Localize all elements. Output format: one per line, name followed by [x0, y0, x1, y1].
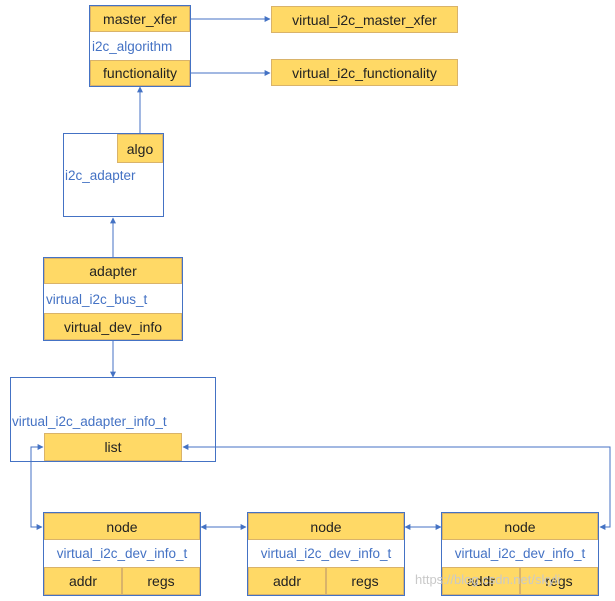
node-field-3: node	[442, 513, 598, 540]
i2c-adapter-label: i2c_adapter	[65, 167, 136, 183]
addr-field-1: addr	[44, 567, 122, 595]
node-field-2: node	[248, 513, 404, 540]
dev-info-box-2	[247, 512, 405, 596]
watermark: https://blog.csdn.net/skyli	[415, 572, 561, 587]
virtual-dev-info-field: virtual_dev_info	[44, 313, 182, 340]
virtual-functionality-fn: virtual_i2c_functionality	[271, 59, 458, 86]
algo-field: algo	[117, 134, 163, 163]
adapter-info-label: virtual_i2c_adapter_info_t	[12, 413, 167, 429]
virtual-master-xfer-fn: virtual_i2c_master_xfer	[271, 6, 458, 33]
regs-field-3: regs	[520, 567, 598, 595]
adapter-info-box	[10, 377, 216, 462]
dev-info-label-1: virtual_i2c_dev_info_t	[56, 545, 188, 561]
regs-field-1: regs	[122, 567, 200, 595]
addr-field-3: addr	[442, 567, 520, 595]
adapter-field: adapter	[44, 258, 182, 284]
i2c-algorithm-label: i2c_algorithm	[92, 38, 173, 54]
i2c-algorithm-box	[89, 5, 191, 87]
i2c-adapter-box	[63, 133, 164, 217]
virtual-i2c-bus-box	[43, 257, 183, 341]
dev-info-box-1	[43, 512, 201, 596]
list-field: list	[44, 433, 182, 461]
virtual-i2c-bus-label: virtual_i2c_bus_t	[46, 291, 148, 307]
functionality-field: functionality	[90, 60, 190, 86]
master-xfer-field: master_xfer	[90, 6, 190, 32]
dev-info-label-3: virtual_i2c_dev_info_t	[454, 545, 586, 561]
link-node3-to-list	[182, 444, 611, 530]
regs-field-2: regs	[326, 567, 404, 595]
dev-info-label-2: virtual_i2c_dev_info_t	[260, 545, 392, 561]
addr-field-2: addr	[248, 567, 326, 595]
node-field-1: node	[44, 513, 200, 540]
link-list-to-node1	[30, 444, 44, 530]
dev-info-box-3	[441, 512, 599, 596]
